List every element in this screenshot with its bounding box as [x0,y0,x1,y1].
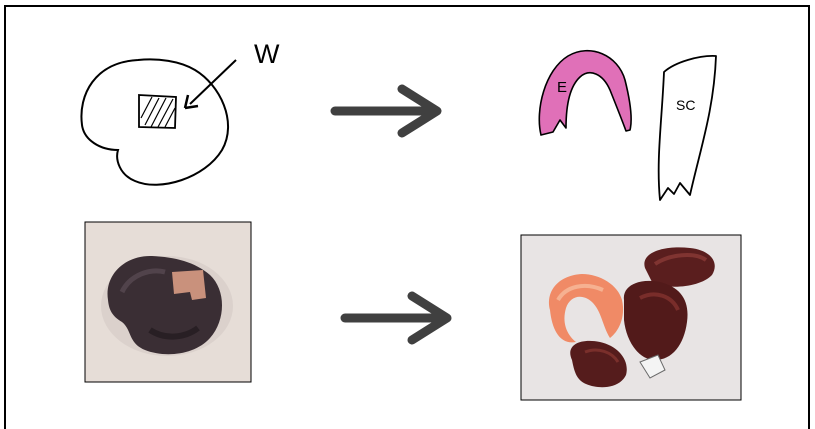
embryo-drawing-icon [539,51,631,135]
photo-dissected-seed [521,235,741,400]
right-arrow-icon-top [335,89,437,133]
right-arrow-icon-bottom [345,296,447,340]
window-hatching [141,97,175,127]
seed-drawing-icon [81,59,236,184]
pointer-arrow-icon [185,60,236,108]
seed-coat-drawing-icon [659,56,716,200]
photo-intact-seed [85,222,251,382]
label-w: W [254,39,280,69]
label-e: E [557,79,567,96]
label-sc: SC [676,97,695,113]
